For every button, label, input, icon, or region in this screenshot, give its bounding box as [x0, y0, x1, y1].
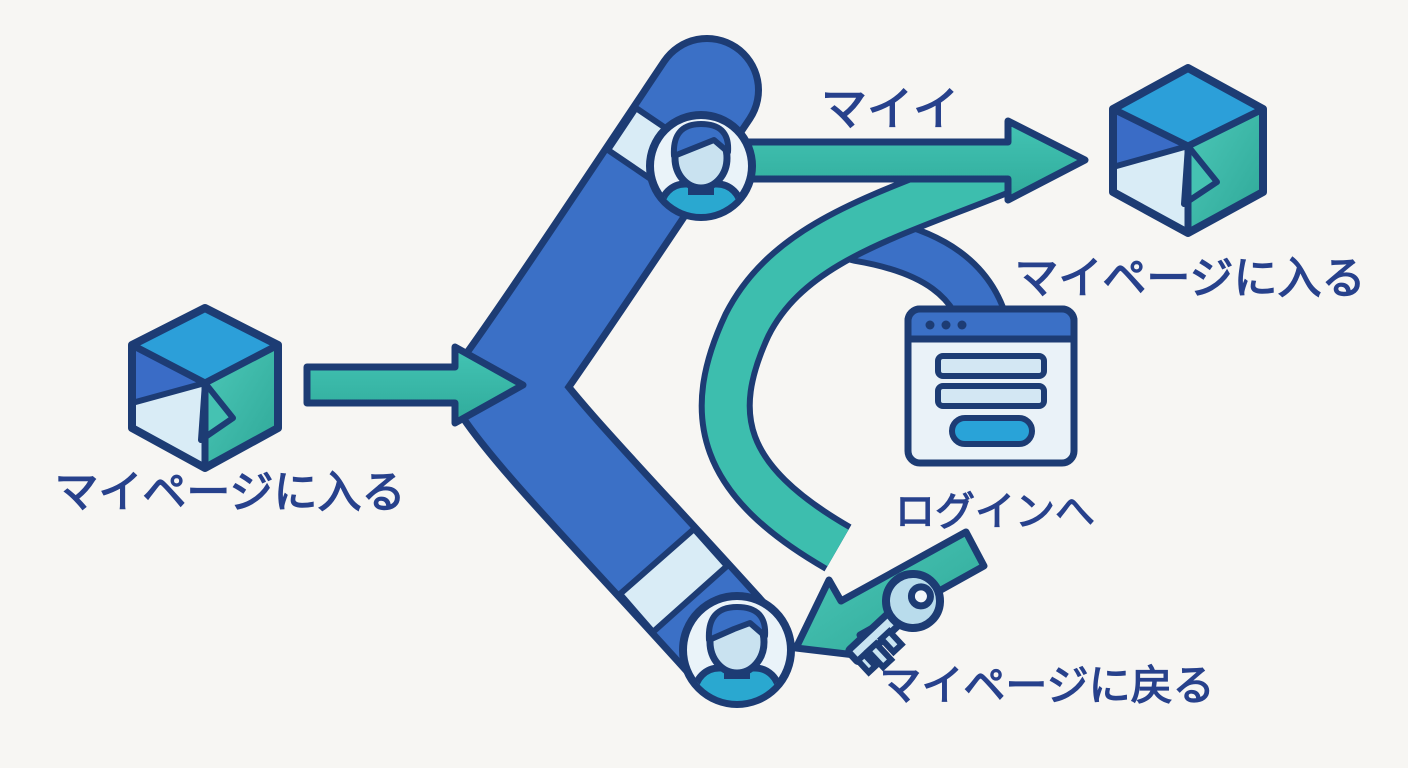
login-password-field — [935, 383, 1047, 409]
left-cube-label: マイページに入る — [54, 468, 405, 517]
cube-icon — [1109, 64, 1267, 237]
right-cube-label: マイページに入る — [1014, 254, 1365, 303]
window-dot-icon — [957, 320, 967, 330]
branch-top-label: マイイ — [821, 83, 959, 135]
bottom-arm-cuff — [617, 526, 730, 635]
user-avatar-icon — [679, 592, 795, 708]
user-avatar-icon — [646, 111, 756, 221]
login-username-field — [935, 353, 1047, 379]
login-submit-button — [949, 415, 1035, 447]
login-label: ログインへ — [895, 490, 1095, 534]
loop-curve — [698, 143, 1016, 572]
cube-icon — [128, 304, 282, 472]
return-mypage-label: マイページに戻る — [879, 662, 1214, 709]
browser-login-window-icon — [904, 305, 1078, 467]
window-dot-icon — [925, 320, 935, 330]
window-title-bar — [904, 305, 1078, 343]
left-arrow-icon — [303, 343, 527, 427]
key-icon — [845, 570, 944, 677]
top-arrow-icon — [731, 117, 1089, 204]
window-dot-icon — [941, 320, 951, 330]
